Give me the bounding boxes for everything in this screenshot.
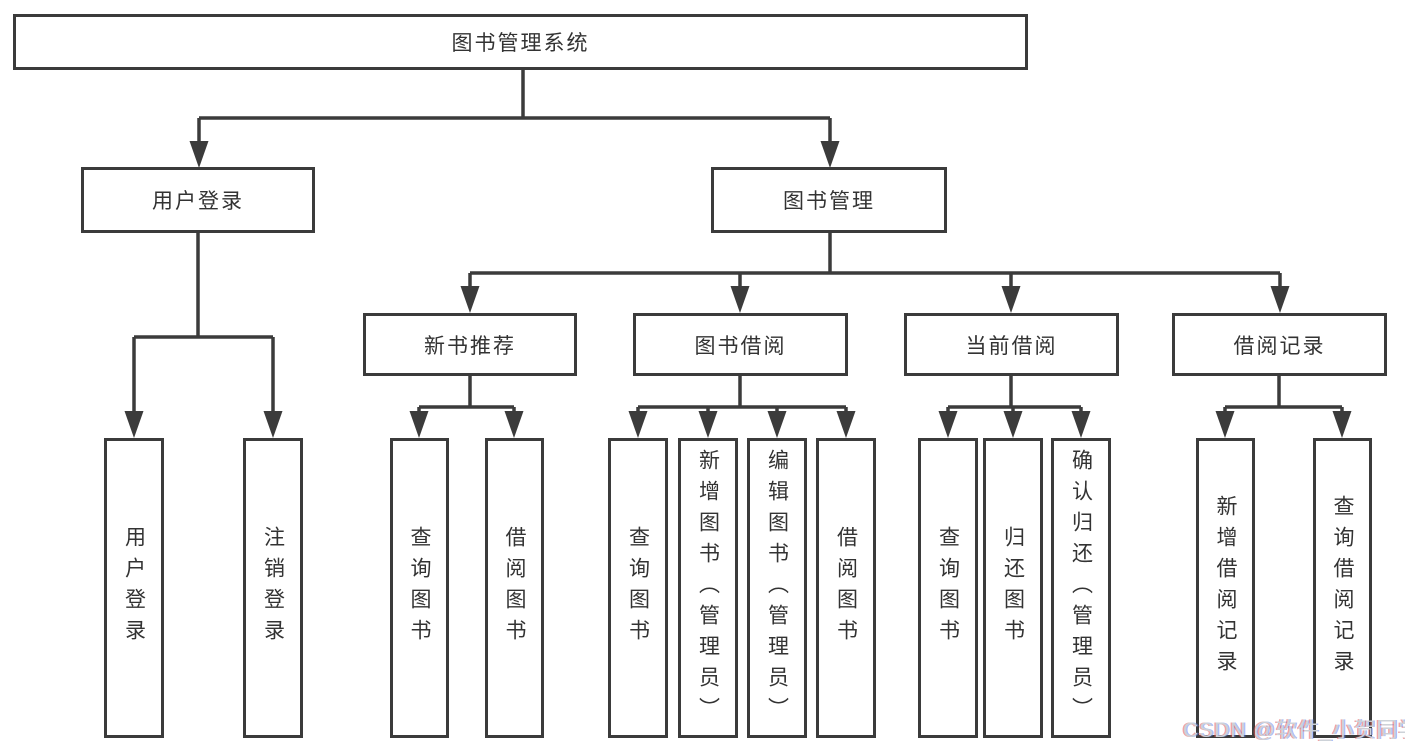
arrowheads (124, 141, 1352, 438)
leaf-nbr-query-books: 查询图书 (390, 438, 449, 738)
node-book-management-label: 图书管理 (783, 190, 875, 213)
node-new-book-recommend: 新书推荐 (363, 313, 577, 376)
leaf-br-query-record: 查询借阅记录 (1313, 438, 1372, 738)
node-book-management: 图书管理 (711, 167, 947, 233)
leaf-bb-borrow-books-label: 借阅图书 (834, 526, 858, 650)
leaf-br-add-record-label: 新增借阅记录 (1214, 495, 1237, 681)
node-root: 图书管理系统 (13, 14, 1028, 70)
node-current-borrow: 当前借阅 (904, 313, 1119, 376)
leaf-cb-return-books-label: 归还图书 (1001, 526, 1025, 650)
leaf-br-add-record: 新增借阅记录 (1196, 438, 1255, 738)
leaf-cb-confirm-return-admin: 确认归还（管理员） (1051, 438, 1111, 738)
leaf-bb-edit-books-admin-label: 编辑图书（管理员） (765, 448, 789, 728)
node-borrow-records-label: 借阅记录 (1233, 334, 1326, 358)
leaf-logout: 注销登录 (243, 438, 303, 738)
leaf-user-login-label: 用户登录 (122, 526, 146, 650)
leaf-cb-return-books: 归还图书 (983, 438, 1043, 738)
leaf-user-login: 用户登录 (104, 438, 164, 738)
watermark: CSDN @软件_小贺同学 (1183, 719, 1405, 742)
leaf-cb-query-books-label: 查询图书 (936, 526, 960, 650)
node-user-login-label: 用户登录 (152, 190, 244, 213)
node-book-borrow-label: 图书借阅 (694, 334, 787, 358)
leaf-cb-query-books: 查询图书 (918, 438, 978, 738)
leaf-nbr-borrow-books: 借阅图书 (485, 438, 544, 738)
leaf-bb-add-books-admin-label: 新增图书（管理员） (696, 448, 720, 728)
node-root-label: 图书管理系统 (451, 32, 590, 55)
leaf-bb-borrow-books: 借阅图书 (816, 438, 876, 738)
node-book-borrow: 图书借阅 (633, 313, 848, 376)
leaf-bb-edit-books-admin: 编辑图书（管理员） (747, 438, 807, 738)
leaf-br-query-record-label: 查询借阅记录 (1331, 495, 1354, 681)
node-user-login: 用户登录 (81, 167, 315, 233)
leaf-nbr-query-books-label: 查询图书 (408, 526, 431, 650)
leaf-logout-label: 注销登录 (261, 526, 285, 650)
node-new-book-recommend-label: 新书推荐 (424, 334, 516, 358)
leaf-nbr-borrow-books-label: 借阅图书 (503, 526, 526, 650)
node-borrow-records: 借阅记录 (1172, 313, 1387, 376)
leaf-bb-query-books: 查询图书 (608, 438, 668, 738)
leaf-bb-add-books-admin: 新增图书（管理员） (678, 438, 738, 738)
node-current-borrow-label: 当前借阅 (965, 334, 1058, 358)
leaf-cb-confirm-return-admin-label: 确认归还（管理员） (1069, 448, 1093, 728)
leaf-bb-query-books-label: 查询图书 (626, 526, 650, 650)
